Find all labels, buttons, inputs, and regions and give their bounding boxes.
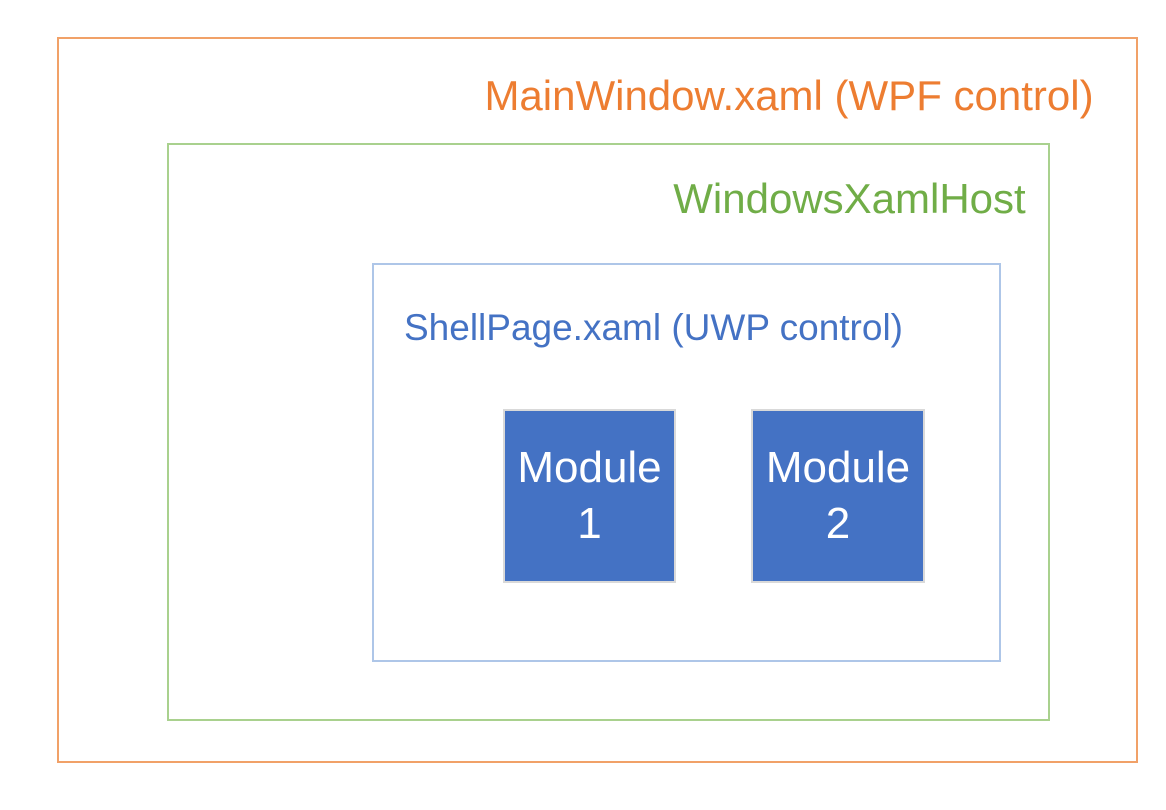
mainwindow-wpf-box: MainWindow.xaml (WPF control) WindowsXam… [57,37,1138,763]
module-1-label-line2: 1 [577,499,602,548]
module-2-box: Module 2 [751,409,925,583]
shellpage-uwp-box: ShellPage.xaml (UWP control) Module 1 Mo… [372,263,1001,662]
module-2-label-line2: 2 [825,499,851,548]
shellpage-uwp-label: ShellPage.xaml (UWP control) [404,307,903,348]
mainwindow-wpf-label: MainWindow.xaml (WPF control) [484,72,1094,119]
module-2-label-line1: Module [765,443,911,492]
windowsxamlhost-label: WindowsXamlHost [673,175,1026,222]
windowsxamlhost-box: WindowsXamlHost ShellPage.xaml (UWP cont… [167,143,1050,721]
module-1-box: Module 1 [503,409,676,583]
module-1-label-line1: Module [517,443,662,492]
